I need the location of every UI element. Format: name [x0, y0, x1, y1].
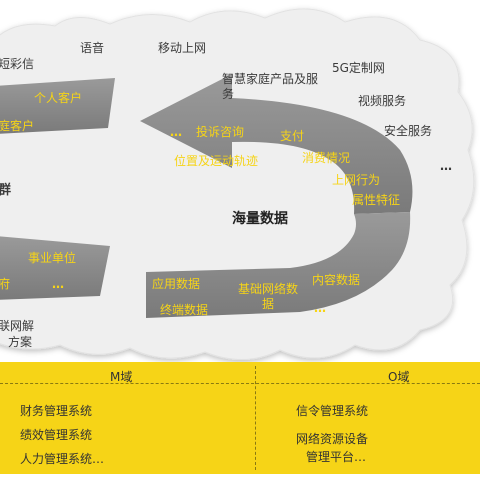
label-family-customer: 庭客户: [0, 119, 35, 133]
center-title: 海量数据: [232, 211, 288, 227]
label-location: 位置及运动轨迹: [174, 154, 259, 168]
band-header-divider: [0, 383, 480, 384]
label-sms: 短彩信: [0, 57, 35, 71]
m-domain-title: M域: [110, 370, 133, 384]
label-lower-ellipsis: …: [314, 301, 326, 315]
label-customers-ellipsis: …: [52, 277, 64, 291]
arrow-mid-left: [0, 236, 110, 300]
o-item-network-resource: 网络资源设备: [296, 432, 369, 446]
label-mobile-internet: 移动上网: [158, 41, 207, 55]
label-consumption: 消费情况: [302, 151, 351, 165]
label-smart-home: 智慧家庭产品及服务: [222, 72, 319, 101]
label-ellipsis-right: …: [440, 159, 452, 173]
band-column-divider: [255, 366, 256, 470]
label-institution: 事业单位: [28, 251, 77, 265]
label-solution: 方案: [8, 335, 33, 349]
label-video: 视频服务: [358, 94, 407, 108]
arrow-swirl-lower: [146, 212, 411, 318]
label-5g: 5G定制网: [332, 61, 385, 75]
label-voice: 语音: [80, 41, 105, 55]
m-item-performance: 绩效管理系统: [20, 428, 93, 442]
label-government: 府: [0, 277, 11, 291]
o-item-signaling: 信令管理系统: [296, 404, 369, 418]
label-online-behavior: 上网行为: [332, 173, 381, 187]
label-attributes: 属性特征: [352, 193, 401, 207]
label-security: 安全服务: [384, 124, 433, 138]
label-complaint: 投诉咨询: [196, 125, 245, 139]
o-item-platform: 管理平台…: [306, 450, 367, 464]
m-item-hr: 人力管理系统…: [20, 452, 105, 466]
label-upper-ellipsis: …: [170, 125, 182, 139]
label-base-network: 基础网络数据: [237, 282, 298, 311]
label-group: 群: [0, 183, 12, 198]
label-iot: 联网解: [0, 319, 35, 333]
label-individual-customer: 个人客户: [34, 91, 83, 105]
arrow-top-left: [0, 78, 115, 134]
label-content-data: 内容数据: [312, 273, 361, 287]
domain-band: [0, 362, 480, 474]
o-domain-title: O域: [388, 370, 410, 384]
label-payment: 支付: [280, 129, 305, 143]
m-item-finance: 财务管理系统: [20, 404, 93, 418]
label-terminal-data: 终端数据: [160, 303, 209, 317]
arrow-swirl-upper: [140, 74, 413, 214]
label-app-data: 应用数据: [152, 277, 201, 291]
